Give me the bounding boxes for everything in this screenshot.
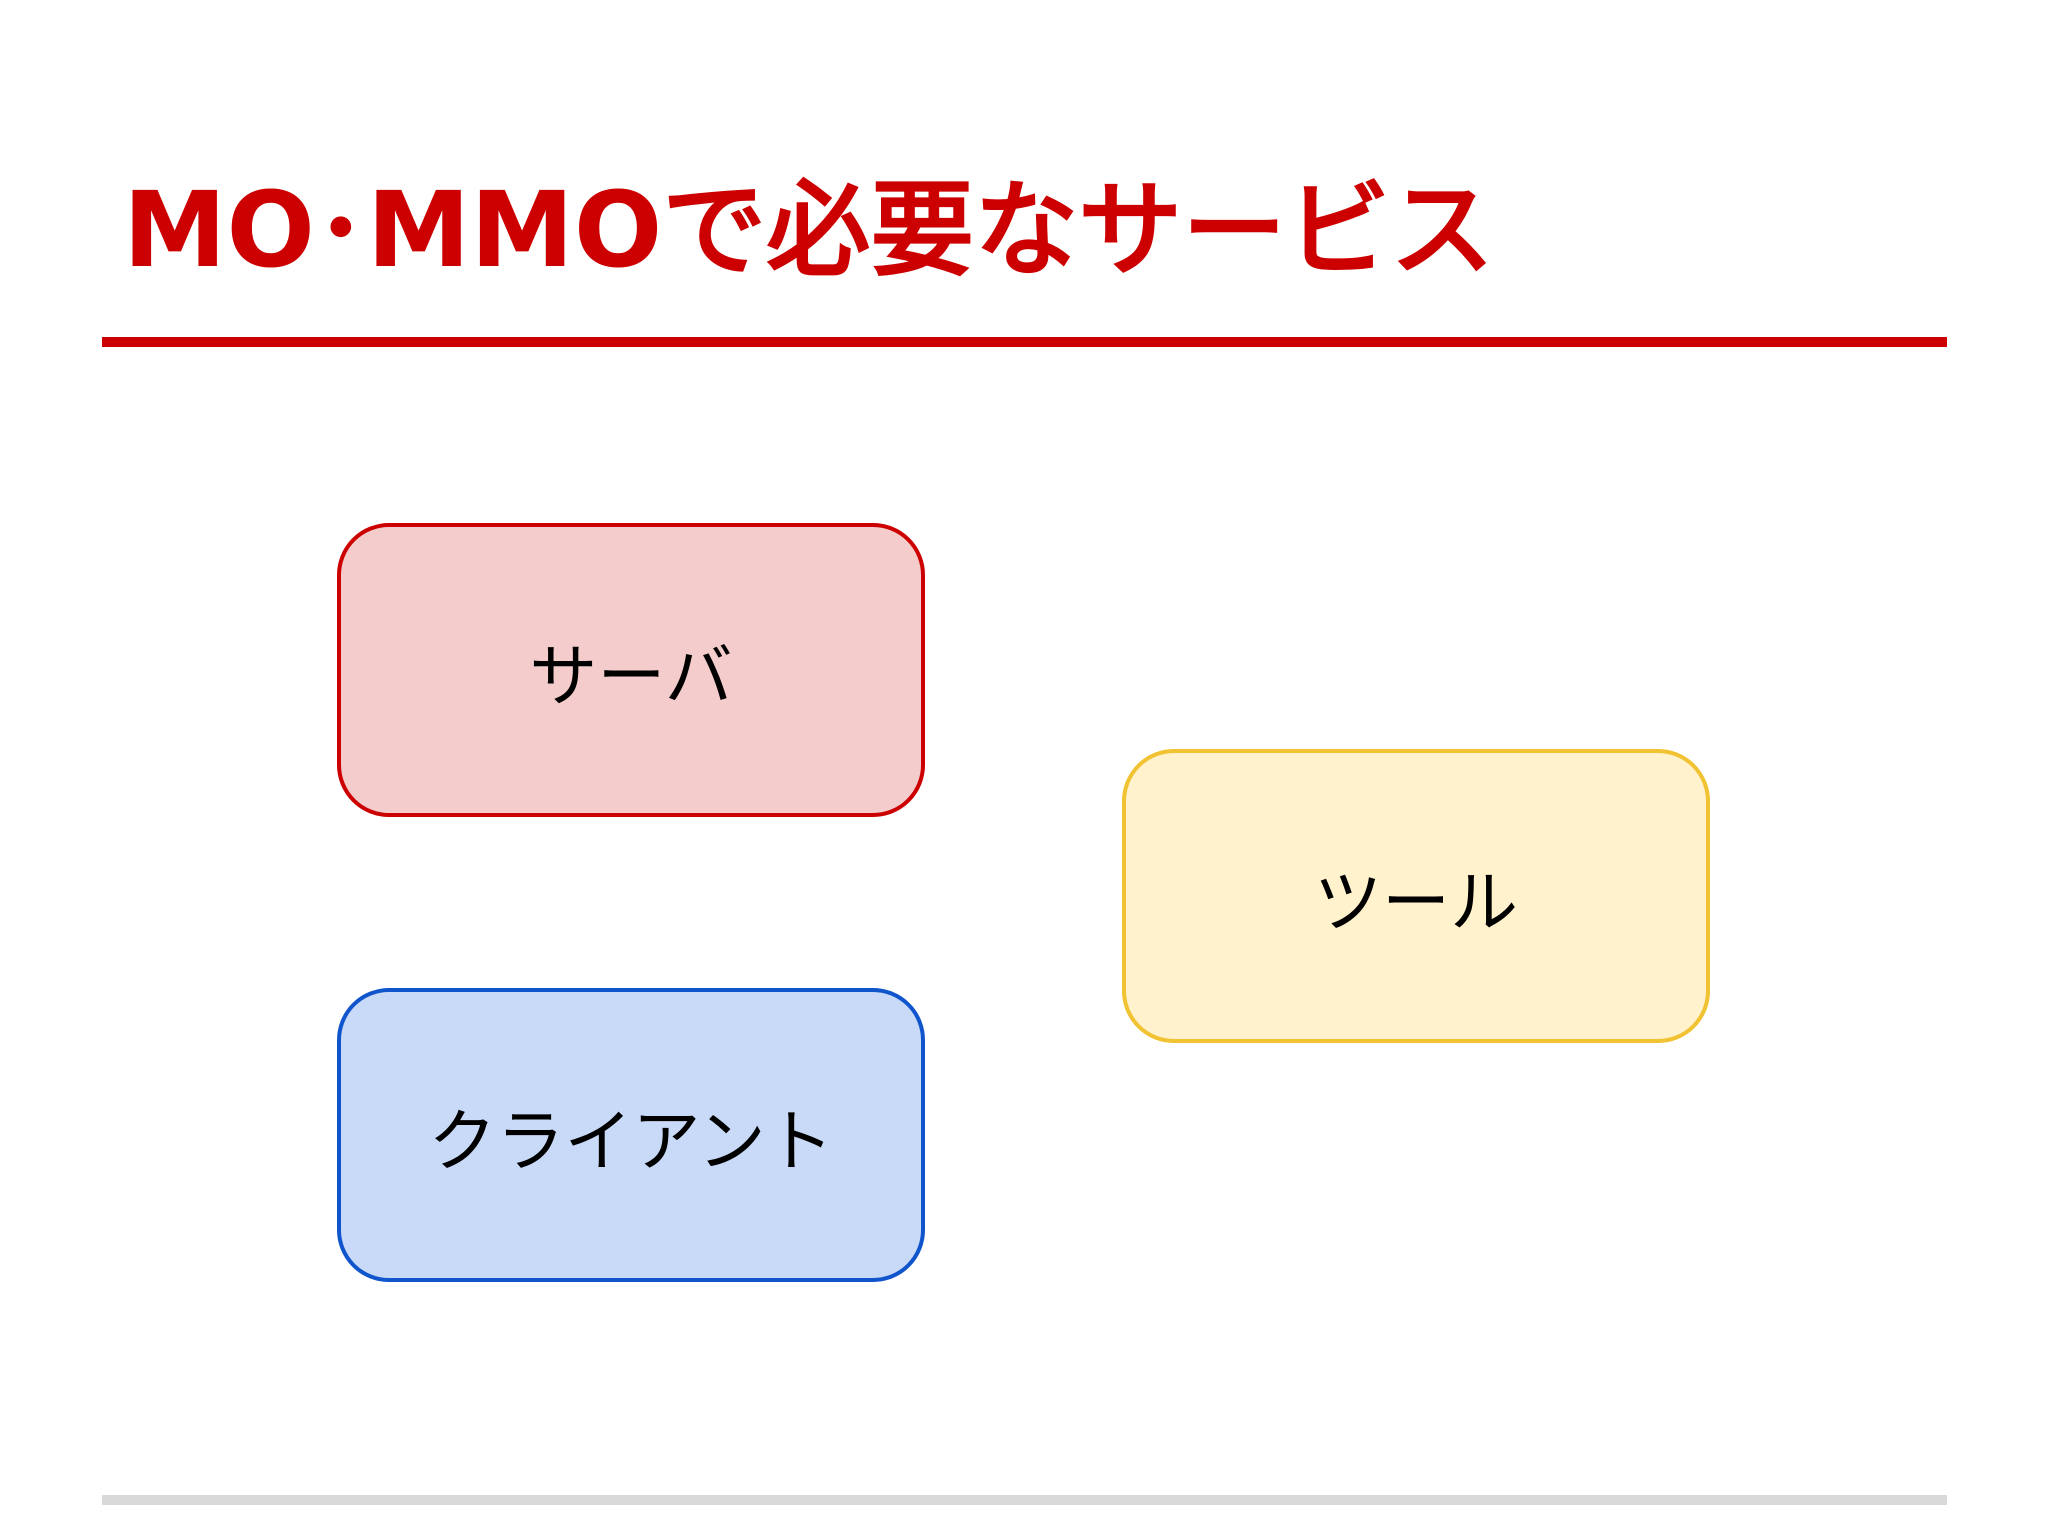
client-box: クライアント <box>337 988 925 1282</box>
title-underline <box>102 337 1947 347</box>
footer-divider <box>102 1495 1947 1505</box>
server-box: サーバ <box>337 523 925 817</box>
tool-box-label: ツール <box>1313 863 1518 943</box>
slide-title: MO･MMOで必要なサービス <box>123 169 1495 291</box>
client-box-label: クライアント <box>428 1102 834 1182</box>
tool-box: ツール <box>1122 749 1710 1043</box>
server-box-label: サーバ <box>529 637 733 717</box>
